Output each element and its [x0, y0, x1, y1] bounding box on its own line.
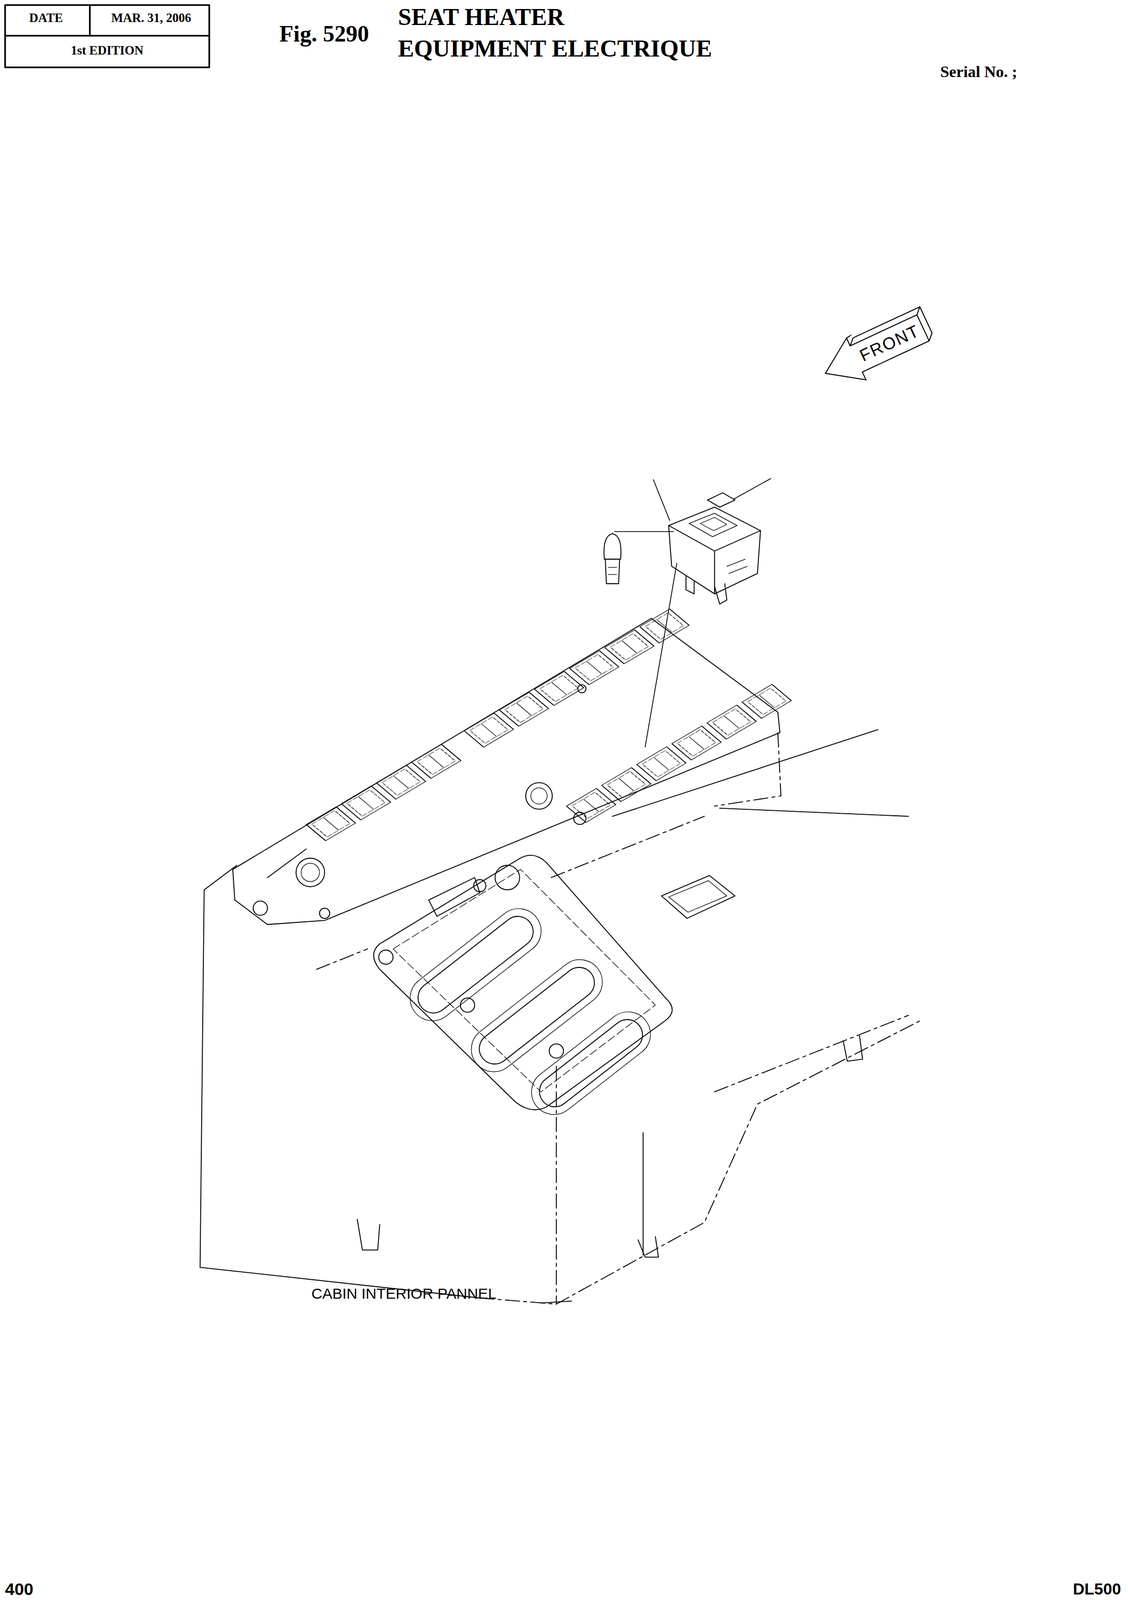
page-title: SEAT HEATER [398, 4, 565, 31]
switch-panel [232, 609, 792, 925]
rocker-switch [668, 507, 761, 605]
figure-number: Fig. 5290 [279, 21, 369, 48]
label-plate [707, 493, 735, 508]
cabin-console [200, 729, 921, 1305]
table-cell: MAR. 31, 2006 [111, 11, 192, 26]
leader-line [541, 478, 772, 1304]
model-code: DL500 [1072, 1581, 1121, 1599]
serial-note: Serial No. ; [940, 63, 1018, 81]
bulb [603, 533, 621, 584]
date-table [5, 5, 210, 68]
table-cell: 1st EDITION [70, 43, 144, 58]
page-subtitle: EQUIPMENT ELECTRIQUE [398, 35, 712, 63]
front-arrow: FRONT [814, 303, 940, 397]
lever-plate [373, 855, 672, 1124]
part-name: CABIN INTERIOR PANNEL [311, 1285, 497, 1303]
table-cell: DATE [29, 11, 64, 26]
page-number: 400 [5, 1580, 34, 1600]
